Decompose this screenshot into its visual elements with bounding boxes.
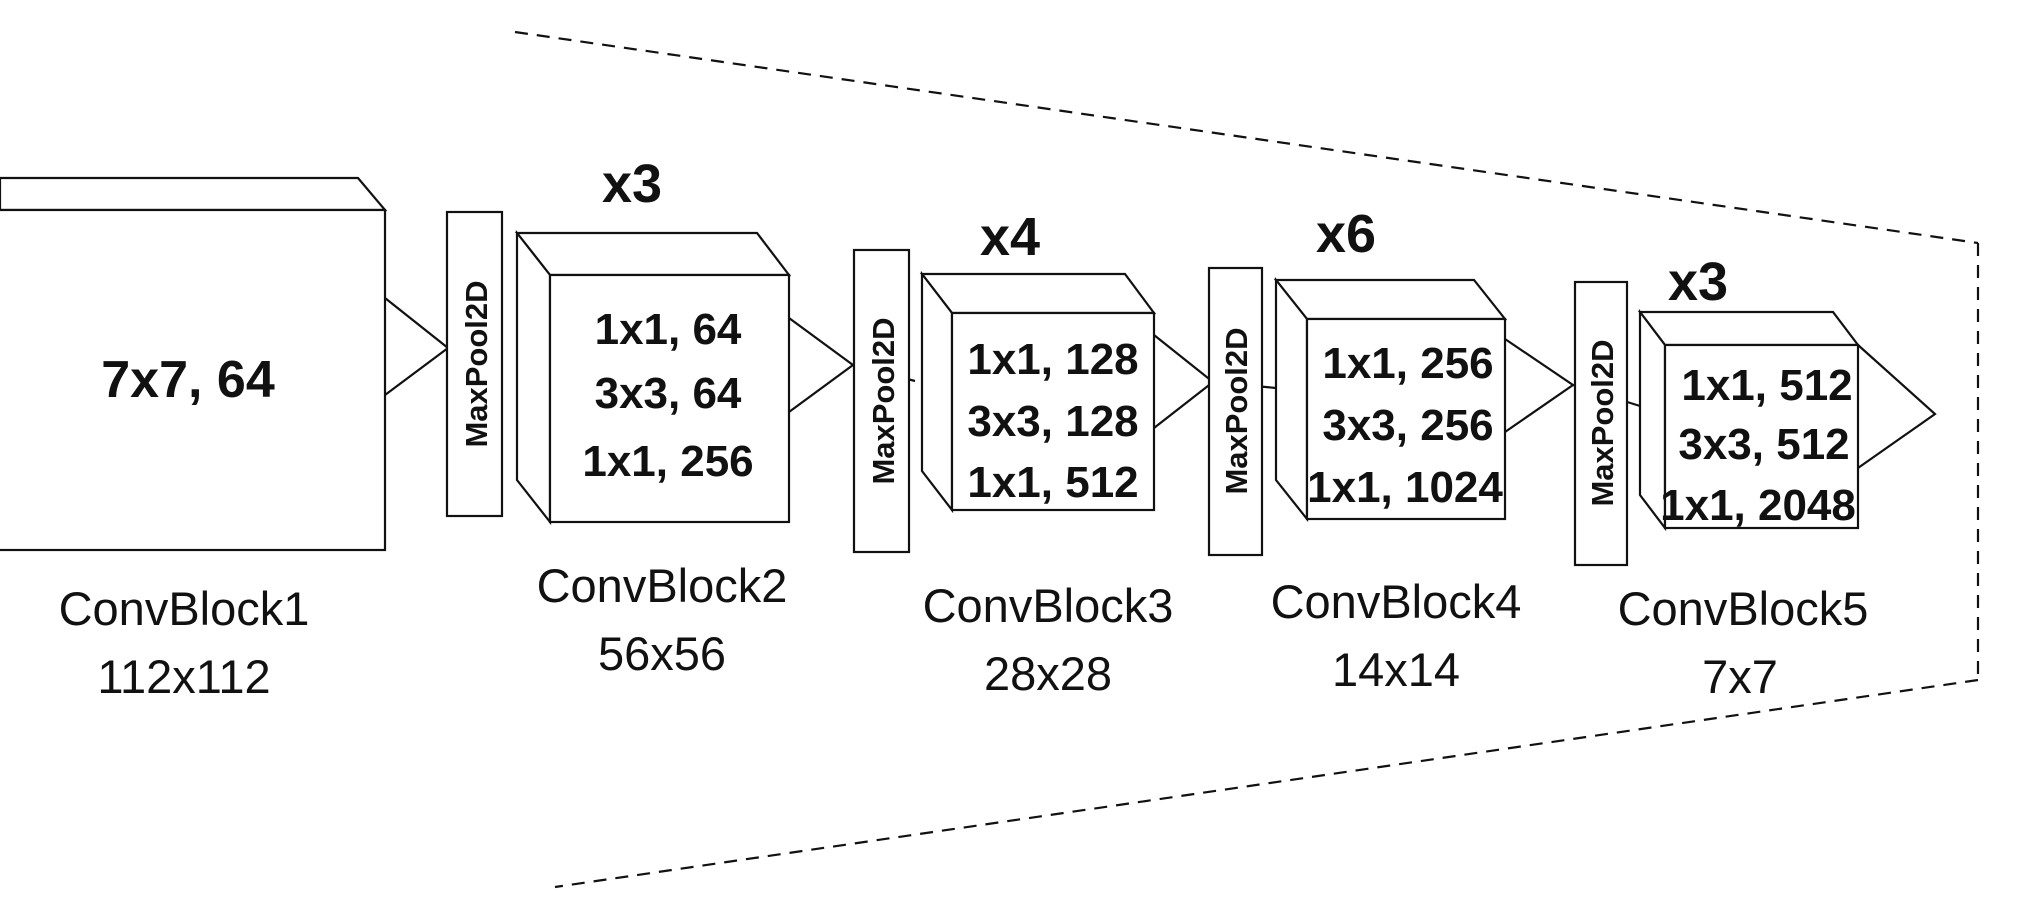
conv-block-5-size: 7x7 [1702,650,1778,703]
conv-block-3-repeat: x4 [980,207,1040,267]
conv-block-3-size: 28x28 [984,647,1112,700]
conv-block-3-layer-2: 3x3, 128 [967,397,1138,446]
conv-block-3: x4 1x1, 128 3x3, 128 1x1, 512 ConvBlock3… [919,207,1174,700]
conv-block-5-layer-3: 1x1, 2048 [1660,481,1856,530]
conv-block-1-top [0,176,388,212]
conv-block-1-layer: 7x7, 64 [101,351,275,409]
conv-block-4-layer-2: 3x3, 256 [1322,401,1493,450]
conv-block-5-layer-2: 3x3, 512 [1678,420,1849,469]
connector-2-3 [788,317,855,413]
conv-block-2-layer-2: 3x3, 64 [595,369,742,418]
maxpool-2: MaxPool2D [852,248,911,554]
conv-block-2-repeat: x3 [602,154,662,214]
conv-block-5-repeat: x3 [1668,252,1728,312]
conv-block-4: x6 1x1, 256 3x3, 256 1x1, 1024 ConvBlock… [1271,204,1522,696]
maxpool-3-label: MaxPool2D [1219,327,1254,494]
conv-block-1-size: 112x112 [97,650,270,703]
conv-block-2-size: 56x56 [598,627,726,680]
conv-block-2-layer-3: 1x1, 256 [582,437,753,486]
conv-block-4-size: 14x14 [1332,643,1460,696]
conv-block-5-name: ConvBlock5 [1618,582,1869,635]
conv-block-1: 7x7, 64 ConvBlock1 112x112 [0,176,388,703]
conv-block-4-layer-3: 1x1, 1024 [1307,463,1503,512]
conv-block-2: x3 1x1, 64 3x3, 64 1x1, 256 ConvBlock2 5… [514,154,792,680]
output-connector [1857,344,1937,469]
conv-block-2-layer-1: 1x1, 64 [595,305,742,354]
conv-block-3-name: ConvBlock3 [923,579,1174,632]
conv-block-5-layer-1: 1x1, 512 [1681,361,1852,410]
connector-3-4 [1153,334,1215,429]
conv-block-3-layer-1: 1x1, 128 [967,335,1138,384]
conv-block-5: x3 1x1, 512 3x3, 512 1x1, 2048 ConvBlock… [1618,252,1869,703]
maxpool-4-label: MaxPool2D [1585,339,1620,506]
maxpool-1-label: MaxPool2D [459,280,494,447]
maxpool-3: MaxPool2D [1207,266,1264,557]
conv-block-1-name: ConvBlock1 [59,582,310,635]
dashed-outline [514,30,1980,889]
connector-4-5 [1504,338,1575,433]
conv-block-2-name: ConvBlock2 [537,559,788,612]
conv-block-4-name: ConvBlock4 [1271,575,1522,628]
maxpool-2-label: MaxPool2D [866,317,901,484]
conv-block-1-front [0,208,387,552]
connector-1-2 [384,297,450,396]
maxpool-1: MaxPool2D [445,210,504,518]
conv-block-4-repeat: x6 [1316,204,1376,264]
conv-block-4-layer-1: 1x1, 256 [1322,339,1493,388]
conv-block-3-layer-3: 1x1, 512 [967,458,1138,507]
maxpool-4: MaxPool2D [1573,280,1629,567]
